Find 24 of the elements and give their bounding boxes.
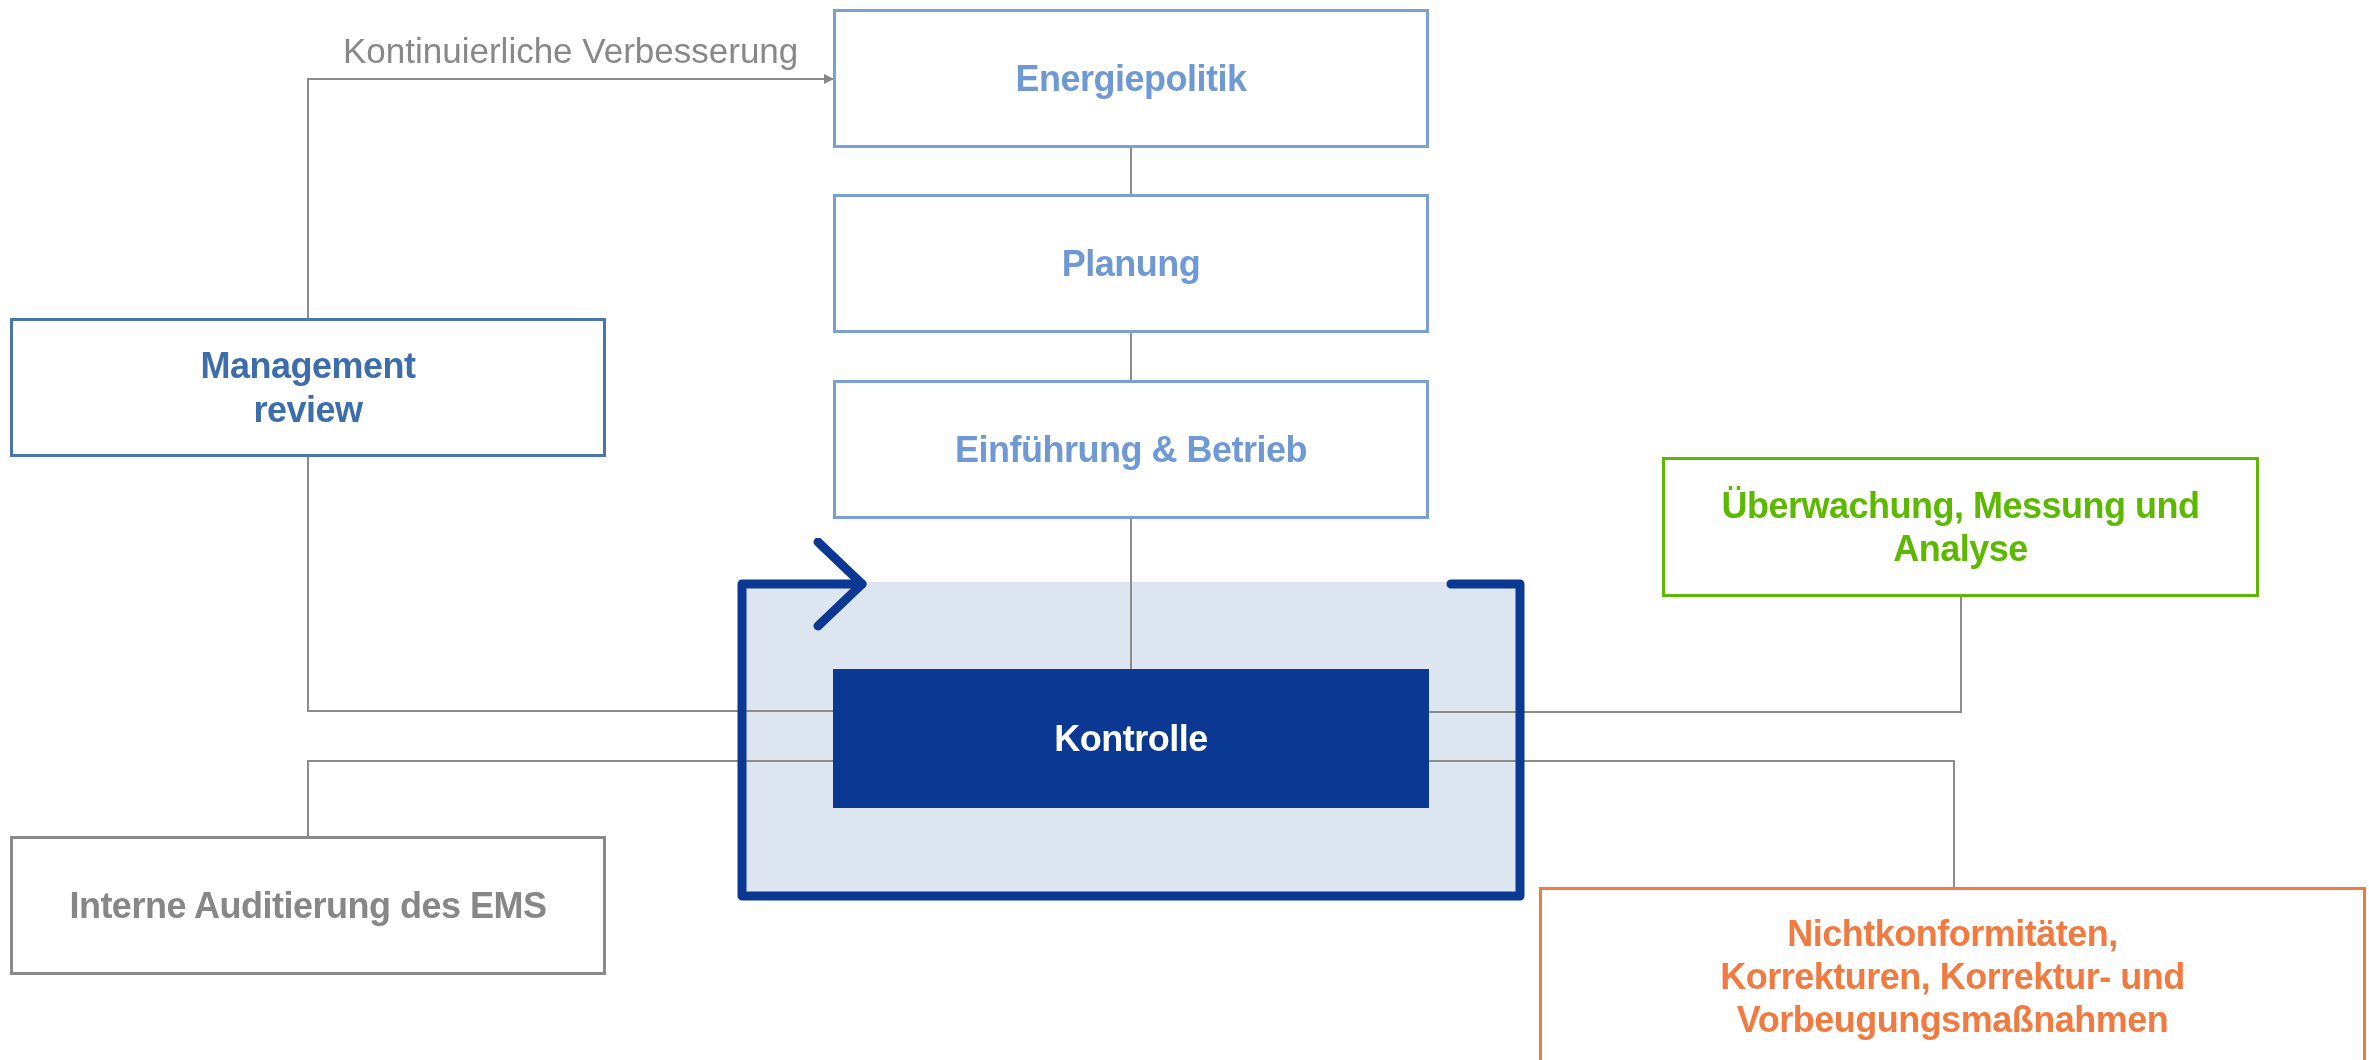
node-label: Management review xyxy=(199,344,417,431)
connector-line xyxy=(1130,518,1132,670)
node-label: Kontrolle xyxy=(1054,716,1208,761)
process-box xyxy=(1662,457,2259,597)
process-box xyxy=(833,194,1429,333)
node-label: Einführung & Betrieb xyxy=(955,427,1307,472)
process-box xyxy=(833,380,1429,519)
node-label: Nichtkonformitäten, Korrekturen, Korrektur- und Vorbeugungsmaßnahmen xyxy=(1719,912,2186,1042)
connector-line xyxy=(307,760,834,837)
node-label: Energiepolitik xyxy=(1015,56,1247,101)
connector-line xyxy=(1428,760,1955,888)
connector-line xyxy=(1428,596,1962,713)
process-box xyxy=(833,9,1429,148)
connector-line xyxy=(1130,332,1132,381)
highlighted-process-box xyxy=(833,669,1429,808)
connector-line xyxy=(1130,147,1132,195)
process-box xyxy=(1539,887,2366,1060)
arrow xyxy=(307,74,834,319)
node-label: Interne Auditierung des EMS xyxy=(69,883,547,928)
node-label: Planung xyxy=(1061,241,1201,286)
connector-line xyxy=(307,456,834,712)
node-label: Überwachung, Messung und Analyse xyxy=(1720,483,2201,571)
process-box xyxy=(10,318,606,457)
process-box xyxy=(10,836,606,975)
